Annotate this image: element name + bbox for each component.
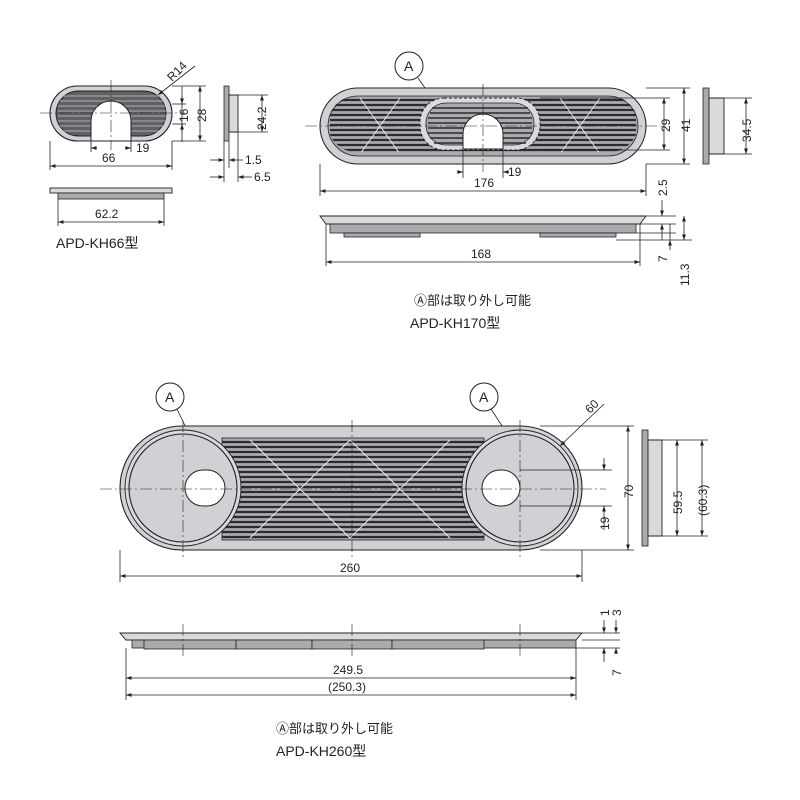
- kh260-callout-right-circle: [469, 382, 499, 412]
- kh66-dim-66: 66: [102, 151, 116, 165]
- kh66-top-view: [40, 80, 185, 150]
- kh66-caption: APD-KH66型: [56, 235, 138, 251]
- kh260-dim-260: 260: [340, 561, 360, 575]
- kh170-dim-11-3: 11.3: [678, 263, 692, 286]
- kh260-dim-7: 7: [610, 669, 624, 676]
- kh260-front-view: [119, 624, 583, 656]
- kh260-dim-1: 1: [598, 609, 612, 616]
- kh66-dim-62-2: 62.2: [95, 207, 119, 221]
- kh170-dim-34-5: 34.5: [740, 118, 754, 142]
- kh260-caption: APD-KH260型: [276, 743, 366, 759]
- kh170-dim-2-5: 2.5: [656, 179, 670, 196]
- kh170-dim-7: 7: [656, 255, 670, 262]
- kh170-dim-19: 19: [508, 165, 522, 179]
- kh260-callout-left-circle: [155, 382, 185, 412]
- kh260-dim-250-3: (250.3): [328, 680, 366, 694]
- kh66-dim-16: 16: [177, 108, 191, 122]
- kh66-dim-24-2: 24.2: [255, 106, 269, 130]
- kh170-top-view: [305, 84, 662, 172]
- kh170-side-view: [702, 87, 725, 165]
- kh260-dim-60-3: (60.3): [696, 485, 710, 516]
- kh260-callout-right: A: [479, 389, 489, 405]
- kh170-dim-29: 29: [659, 118, 673, 132]
- kh260-top-view: [100, 420, 606, 560]
- kh66-dim-6-5: 6.5: [254, 170, 271, 184]
- kh260-dim-249-5: 249.5: [333, 663, 363, 677]
- kh260-dim-60: 60: [582, 397, 602, 417]
- kh170-dim-41: 41: [679, 118, 693, 132]
- kh170-drawing: A: [305, 51, 754, 331]
- kh170-caption: APD-KH170型: [410, 315, 500, 331]
- kh260-dim-3: 3: [610, 609, 624, 616]
- kh260-dim-70: 70: [622, 484, 636, 498]
- kh66-dim-19: 19: [136, 141, 150, 155]
- kh170-note: Ⓐ部は取り外し可能: [414, 293, 531, 308]
- kh260-dim-59-5: 59.5: [671, 490, 685, 514]
- kh66-drawing: R14 16 28 19 66 24.2: [40, 58, 271, 251]
- kh170-dim-176: 176: [474, 176, 494, 190]
- kh260-drawing: A A: [100, 382, 710, 759]
- kh66-dim-28: 28: [195, 108, 209, 122]
- kh170-callout-a: A: [404, 58, 414, 74]
- kh170-callout-circle: [394, 51, 424, 81]
- kh260-note: Ⓐ部は取り外し可能: [276, 721, 393, 736]
- kh66-dim-1-5: 1.5: [245, 153, 262, 167]
- kh260-dim-19: 19: [598, 516, 612, 530]
- kh170-front-view: [319, 215, 647, 238]
- kh170-dim-168: 168: [471, 247, 491, 261]
- kh260-side-view: [641, 429, 663, 547]
- kh66-dim-r14: R14: [164, 58, 190, 84]
- kh66-front-view: [49, 187, 173, 200]
- kh260-callout-left: A: [165, 389, 175, 405]
